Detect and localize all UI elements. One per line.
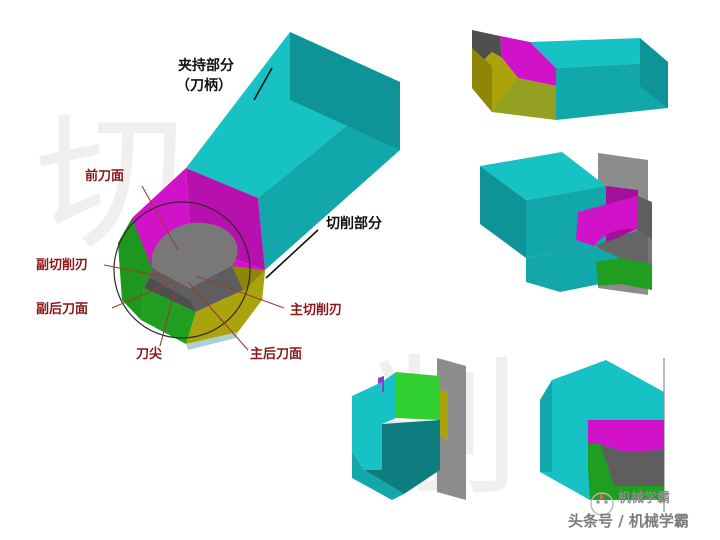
t1-major-flank-side [472,48,492,112]
thumbnail-view-3 [352,358,466,500]
t4-body-fill [576,444,590,500]
t4-minor-flank [588,444,664,500]
label-shank-line1: 夹持部分 [178,57,234,74]
t2-shank-top [480,152,606,200]
t4-nose-gray [600,444,664,486]
label-rake-face: 前刀面 [85,168,124,184]
t1-chip-gray [472,30,502,62]
thumbnail-view-2 [480,152,652,295]
leader-rake-face [141,185,179,251]
minor-flank-shade [118,218,152,320]
leader-tool-tip [159,285,177,347]
t3-body-front [364,420,440,494]
t3-teal-sliver [382,372,396,424]
label-major-flank: 主后刀面 [250,346,302,362]
chip-breaker-pocket [152,222,238,288]
t3-olive-sliver [440,390,448,440]
label-minor-cutting-edge: 副切削刃 [36,257,88,273]
t1-rake-face [500,36,556,86]
t3-green-top [396,372,440,420]
brand-logo-label: 机械学霸 [618,490,670,506]
leader-shank [253,67,273,101]
label-minor-flank: 副后刀面 [36,301,88,317]
leader-lines-red [103,185,285,351]
leader-cutting-portion [265,229,319,279]
t3-body-bottom [352,452,404,500]
t1-shank-end [640,38,668,108]
label-major-cutting-edge: 主切削刃 [290,302,342,318]
minor-flank-face [118,218,152,320]
t3-body-side [352,382,382,470]
t2-chip-gray [638,196,652,240]
t2-rake-face [576,196,638,246]
t2-shank-end [480,166,526,258]
shank-end-face [290,32,400,150]
t4-body-left [540,380,552,472]
tool-shank-body [186,32,400,270]
brand-logo-accent [600,494,603,499]
major-flank-fill [235,270,265,332]
leader-minor-cutting-edge [103,264,171,279]
brand-watermark: 机械学霸 头条号 / 机械学霸 [568,490,689,530]
main-tool-illustration [118,32,400,350]
thumbnail-view-4 [540,358,665,512]
t2-minor-flank-2 [596,258,620,286]
brand-logo-eye-left [596,500,600,504]
t2-lower-body [526,246,620,292]
leader-major-cutting-edge [195,275,285,309]
t4-rake-face [588,420,664,452]
leader-major-flank [187,281,249,351]
label-tool-tip: 刀尖 [136,346,162,362]
label-shank: 夹持部分 （刀柄） [176,57,234,94]
leader-lines-black [253,67,319,279]
label-cutting-portion: 切削部分 [326,215,382,232]
t1-major-flank [472,48,556,120]
brand-footer-text: 头条号 / 机械学霸 [568,512,689,530]
t2-minor-flank [620,258,652,290]
t1-blend [492,78,556,120]
label-shank-line2: （刀柄） [176,77,232,94]
t1-shank-top [530,38,668,68]
brand-logo-icon [590,492,614,516]
callout-circle [113,201,251,339]
thumbnail-view-1 [472,30,668,120]
major-flank-face [186,290,262,344]
nose-edge-bevel [144,278,196,312]
brand-logo-eye-right [604,500,608,504]
tip-bottom-edge [186,332,238,350]
leader-minor-flank [111,281,173,309]
